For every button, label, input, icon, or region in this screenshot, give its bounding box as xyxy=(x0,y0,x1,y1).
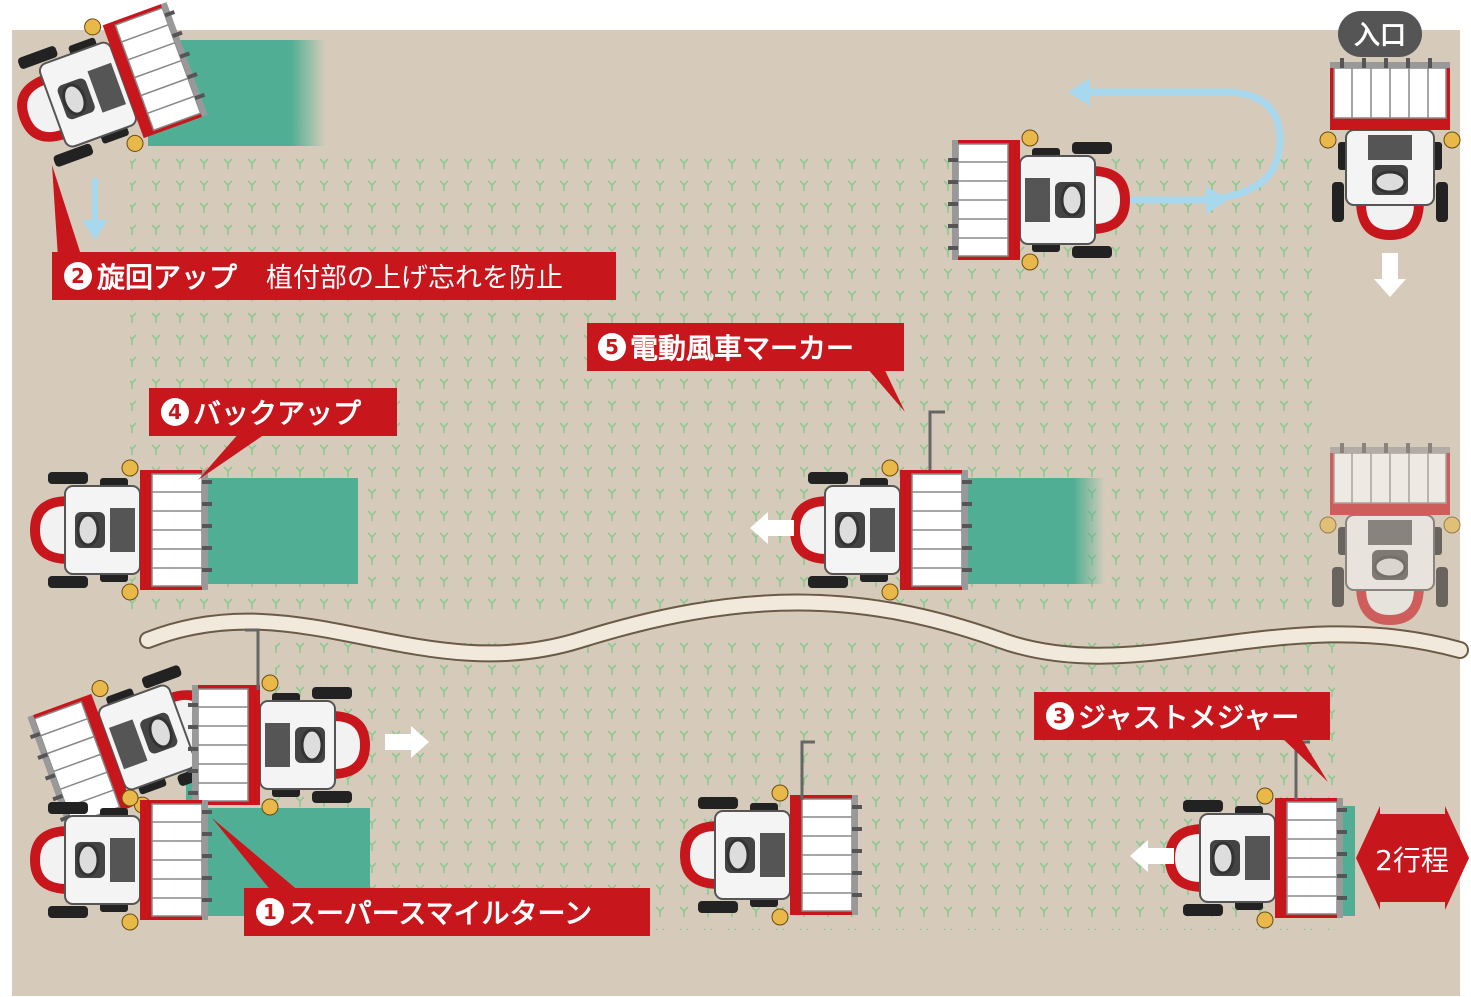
callout-1-title: スーパースマイルターン xyxy=(288,897,592,930)
callout-5-title: 電動風車マーカー xyxy=(630,332,854,365)
machine-turning xyxy=(946,128,1132,272)
machine-entrance xyxy=(1318,56,1462,242)
callout-3-number: 3 xyxy=(1053,704,1067,728)
callout-4-number: 4 xyxy=(168,400,182,424)
machine-faded xyxy=(1318,441,1462,627)
machine-marker xyxy=(788,458,974,602)
callout-3 xyxy=(1034,692,1330,740)
callout-1 xyxy=(244,888,650,936)
callout-2-number: 2 xyxy=(71,264,85,288)
machine-smileturn-c xyxy=(28,788,214,932)
two-stroke-label: 2行程 xyxy=(1375,844,1449,877)
machine-middle xyxy=(678,783,864,927)
two-stroke-arrow xyxy=(1356,806,1469,910)
callout-4 xyxy=(149,388,397,436)
entrance-badge xyxy=(1338,11,1422,57)
entrance-label: 入口 xyxy=(1354,21,1406,51)
callout-2-title: 旋回アップ xyxy=(97,261,238,294)
callout-5-number: 5 xyxy=(605,335,619,359)
callout-2 xyxy=(52,252,616,300)
callout-1-number: 1 xyxy=(263,900,277,924)
machine-smileturn-b xyxy=(186,673,372,817)
machine-backup xyxy=(28,458,214,602)
callout-2-sub: 植付部の上げ忘れを防止 xyxy=(266,263,563,294)
callout-5 xyxy=(587,323,904,371)
machine-justmeasure xyxy=(1163,786,1349,930)
callout-4-title: バックアップ xyxy=(193,397,362,430)
callout-3-title: ジャストメジャー xyxy=(1078,701,1299,734)
